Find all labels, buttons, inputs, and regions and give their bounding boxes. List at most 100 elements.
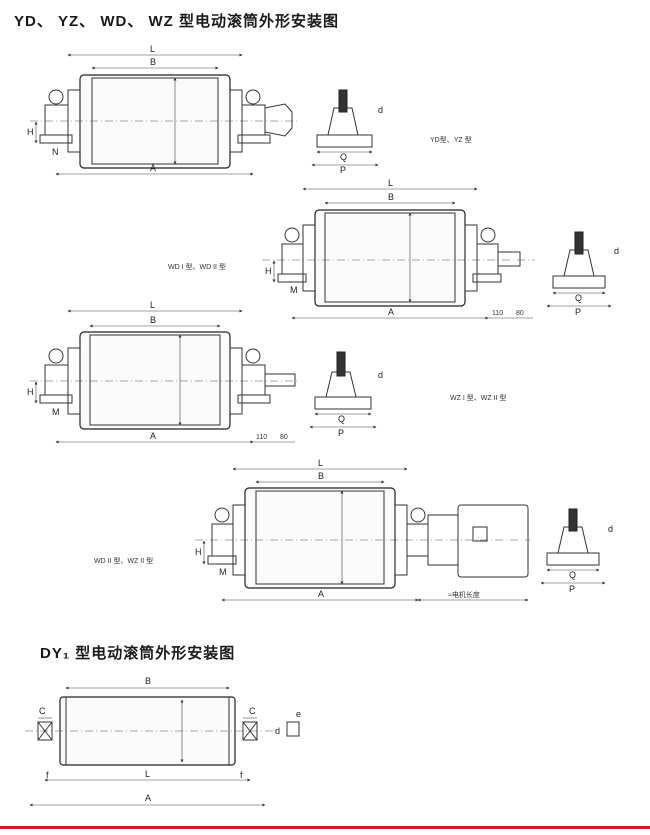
dim-80: 80 (516, 310, 524, 317)
dim-L: L (145, 769, 150, 779)
left-block (281, 243, 304, 275)
right-bearing (242, 721, 258, 741)
left-base (39, 394, 73, 404)
side-shaft (338, 89, 348, 113)
dim-Q: Q (340, 152, 347, 162)
dim-e: e (296, 709, 301, 719)
left-eyebolt (214, 507, 230, 523)
dim-H: H (195, 547, 202, 557)
dim-A: A (145, 793, 151, 803)
side-shaft (336, 351, 346, 377)
dim-A: A (388, 307, 394, 317)
dim-H: H (27, 127, 34, 137)
dim-B: B (150, 57, 156, 67)
main-title: YD、 YZ、 WD、 WZ 型电动滚筒外形安装图 (14, 13, 339, 30)
dy-title: DY₁ 型电动滚筒外形安装图 (40, 645, 236, 662)
dim-Q: Q (569, 570, 576, 580)
right-flange (464, 224, 478, 292)
drum-inner (324, 212, 456, 303)
dim-d: d (275, 726, 280, 736)
dim-d: d (614, 246, 619, 256)
caption-wz: WZ I 型、WZ II 型 (450, 393, 506, 402)
footer-rule (0, 826, 650, 829)
dim-C-right: C (249, 706, 256, 716)
left-eyebolt (48, 348, 64, 364)
motor-body (457, 504, 529, 578)
drum-body (79, 331, 231, 430)
right-base (237, 394, 271, 404)
dim-A: A (150, 431, 156, 441)
left-base (277, 273, 307, 283)
right-eyebolt (480, 227, 496, 243)
dim-C-left: C (39, 706, 46, 716)
dim-L: L (388, 178, 393, 188)
figure-yd-yz: L B A H N Q P d YD型、YZ 型 (27, 44, 472, 176)
right-eyebolt (245, 89, 261, 105)
dim-P: P (569, 584, 575, 594)
right-eyebolt (410, 507, 426, 523)
dim-B: B (388, 192, 394, 202)
dim-motor: ≈电机长度 (448, 590, 480, 599)
figure-dy: B C C L A f f e d (25, 676, 301, 807)
motor-box (472, 526, 488, 542)
dim-f-right: f (240, 770, 243, 780)
right-base (472, 273, 502, 283)
side-base (316, 134, 373, 148)
dim-H: H (265, 266, 272, 276)
right-eyebolt (245, 348, 261, 364)
figure-wz: L B A 110 80 H M Q P d WZ I 型、WZ II 型 (27, 300, 506, 444)
figure-wd2-wz2: L B A ≈电机长度 H M Q P d WD II 型、WZ II 型 (94, 458, 613, 602)
dim-d: d (378, 370, 383, 380)
dim-L: L (150, 44, 155, 54)
drum-body (79, 74, 231, 169)
shaft-section (286, 721, 300, 737)
drum-body (314, 209, 466, 307)
drum-inner (255, 490, 385, 585)
left-eyebolt (284, 227, 300, 243)
left-base (39, 134, 73, 144)
right-block (476, 243, 499, 275)
left-block (44, 104, 69, 136)
dim-110: 110 (492, 310, 503, 317)
right-base (237, 134, 271, 144)
dim-H: H (27, 387, 34, 397)
side-base (552, 275, 606, 289)
left-block (44, 364, 69, 396)
left-base (207, 555, 237, 565)
dim-B: B (318, 471, 324, 481)
dim-P: P (575, 307, 581, 317)
dim-B: B (145, 676, 151, 686)
dim-N: N (52, 147, 59, 157)
left-eyebolt (48, 89, 64, 105)
dim-Q: Q (575, 293, 582, 303)
dim-P: P (340, 165, 346, 175)
figure-wd: L B A 110 80 H M Q P d WD I 型、WD II 型 (168, 178, 619, 320)
dim-P: P (338, 428, 344, 438)
dim-80: 80 (280, 434, 288, 441)
right-block (241, 364, 266, 396)
dim-L: L (150, 300, 155, 310)
caption-wd2-wz2: WD II 型、WZ II 型 (94, 556, 153, 565)
right-bearing-x2 (242, 721, 258, 741)
dim-Q: Q (338, 414, 345, 424)
side-base (546, 552, 600, 566)
side-shaft (574, 231, 584, 255)
caption-yd-yz: YD型、YZ 型 (430, 135, 472, 144)
dim-f-left: f (46, 770, 49, 780)
dim-L: L (318, 458, 323, 468)
dim-d: d (378, 105, 383, 115)
left-bearing (37, 721, 53, 741)
dim-M: M (52, 407, 60, 417)
side-base (314, 396, 372, 410)
right-block (241, 104, 266, 136)
left-flange (302, 224, 316, 292)
left-bearing-x2 (37, 721, 53, 741)
side-shaft (568, 508, 578, 532)
shaft-end (497, 251, 521, 267)
dim-d: d (608, 524, 613, 534)
dim-M: M (290, 285, 298, 295)
dim-M: M (219, 567, 227, 577)
caption-wd: WD I 型、WD II 型 (168, 262, 226, 271)
dim-B: B (150, 315, 156, 325)
